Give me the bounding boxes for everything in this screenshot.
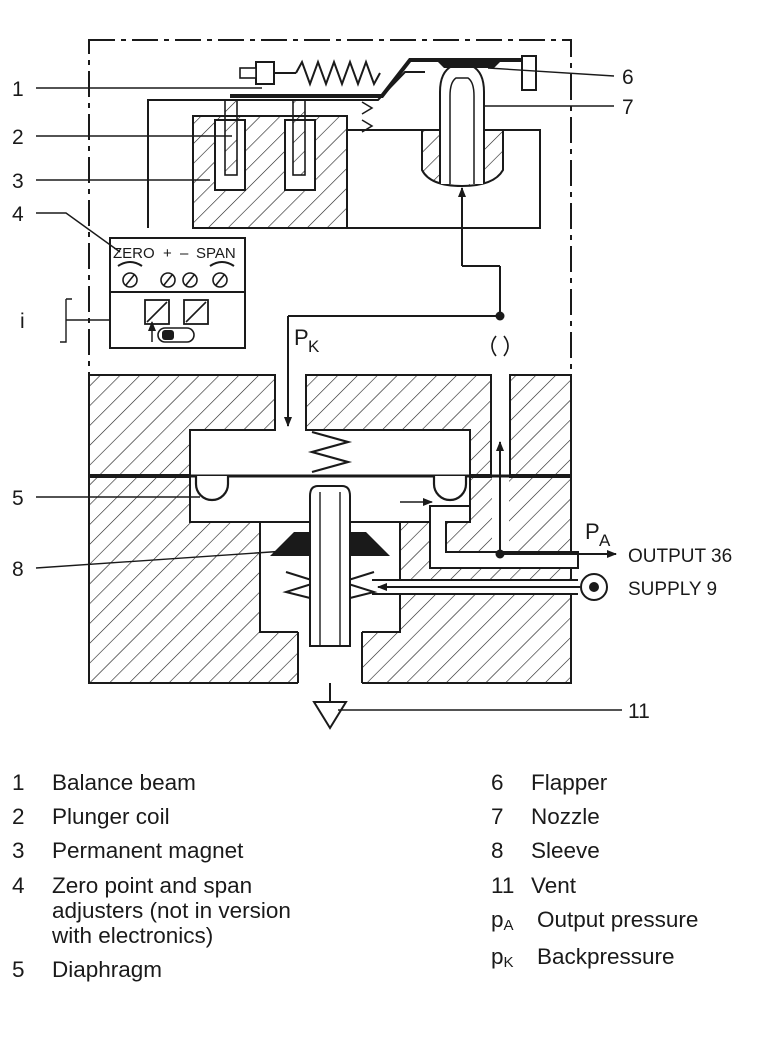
- diaphragm: [194, 476, 468, 502]
- legend-text: Nozzle: [531, 804, 600, 830]
- symbol-main: p: [491, 943, 504, 969]
- legend-left-item: 1 Balance beam: [12, 770, 392, 795]
- minus-label: –: [180, 245, 189, 262]
- symbol-main: p: [491, 906, 504, 932]
- legend-number: 7: [491, 804, 504, 830]
- callout-6: 6: [622, 66, 634, 89]
- callout-leaders: [35, 67, 622, 711]
- callout-2: 2: [12, 126, 24, 149]
- callout-1: 1: [12, 78, 24, 101]
- plus-label: +: [163, 245, 172, 262]
- legend-number: 3: [12, 838, 25, 864]
- svg-text:A: A: [599, 531, 611, 550]
- legend-left-item: 4 Zero point and span adjusters (not in v…: [12, 873, 392, 949]
- callout-3: 3: [12, 170, 24, 193]
- zero-label: ZERO: [113, 245, 155, 262]
- symbol-subscript: K: [503, 953, 514, 971]
- legend-text: Flapper: [531, 770, 608, 795]
- legend-text: Vent: [531, 872, 577, 898]
- callout-11: 11: [628, 700, 650, 723]
- legend-left: 1 Balance beam 2 Plunger coil 3 Permanent mag…: [12, 770, 392, 991]
- legend-number: 8: [491, 838, 504, 864]
- legend-number: 1: [12, 770, 25, 795]
- permanent-magnet: [192, 115, 541, 229]
- legend-symbol: pK: [491, 944, 537, 972]
- legend-number: 5: [12, 957, 25, 983]
- valve-stem: [309, 485, 351, 647]
- legend-number: 11: [491, 872, 515, 898]
- legend-text: Diaphragm: [52, 957, 163, 983]
- balance-beam: [147, 55, 537, 228]
- zero-span-adjuster-panel: [109, 237, 246, 349]
- legend-text: Permanent magnet: [52, 838, 244, 864]
- spring-upper: [307, 430, 353, 474]
- legend-text: Sleeve: [531, 838, 600, 864]
- legend-number: 6: [491, 770, 504, 795]
- svg-text:P: P: [585, 519, 600, 544]
- legend-left-item: 3 Permanent magnet: [12, 838, 392, 863]
- callout-i: i: [20, 310, 25, 333]
- legend-symbol: pA: [491, 907, 537, 935]
- backpressure-label: P K: [294, 325, 320, 356]
- flow-lines: [284, 187, 617, 601]
- legend-right-item: 6 Flapper: [491, 770, 756, 795]
- symbol-subscript: A: [503, 916, 514, 934]
- adjuster-labels: ZERO + – SPAN: [113, 245, 236, 262]
- output-pressure-label: P A: [585, 519, 611, 550]
- legend-text: Plunger coil: [52, 804, 170, 830]
- plunger-coil: [224, 99, 306, 176]
- callout-8: 8: [12, 558, 24, 581]
- legend-number: 2: [12, 804, 25, 830]
- callout-5: 5: [12, 487, 24, 510]
- callout-7: 7: [622, 96, 634, 119]
- callout-4: 4: [12, 203, 24, 226]
- svg-text:K: K: [308, 337, 320, 356]
- legend-right-item: 8 Sleeve: [491, 838, 756, 863]
- legend-right-item: 7 Nozzle: [491, 804, 756, 829]
- supply-port-label: SUPPLY 9: [628, 579, 717, 600]
- output-port-label: OUTPUT 36: [628, 546, 732, 567]
- nozzle: [439, 65, 485, 184]
- legend-number: 4: [12, 872, 25, 898]
- legend-left-item: 5 Diaphragm: [12, 957, 392, 982]
- flapper: [438, 62, 500, 68]
- legend-text: Backpressure: [537, 943, 675, 969]
- vent-symbol: [312, 683, 348, 730]
- pneumatic-schematic: ZERO + – SPAN: [12, 39, 732, 730]
- legend-text: Zero point and span adjusters (not in ve…: [52, 872, 291, 948]
- legend-right-item: 11 Vent: [491, 873, 756, 898]
- legend-text: Balance beam: [52, 770, 196, 795]
- span-label: SPAN: [196, 245, 236, 262]
- svg-text:P: P: [294, 325, 309, 350]
- legend-left-item: 2 Plunger coil: [12, 804, 392, 829]
- legend-text: Output pressure: [537, 906, 699, 932]
